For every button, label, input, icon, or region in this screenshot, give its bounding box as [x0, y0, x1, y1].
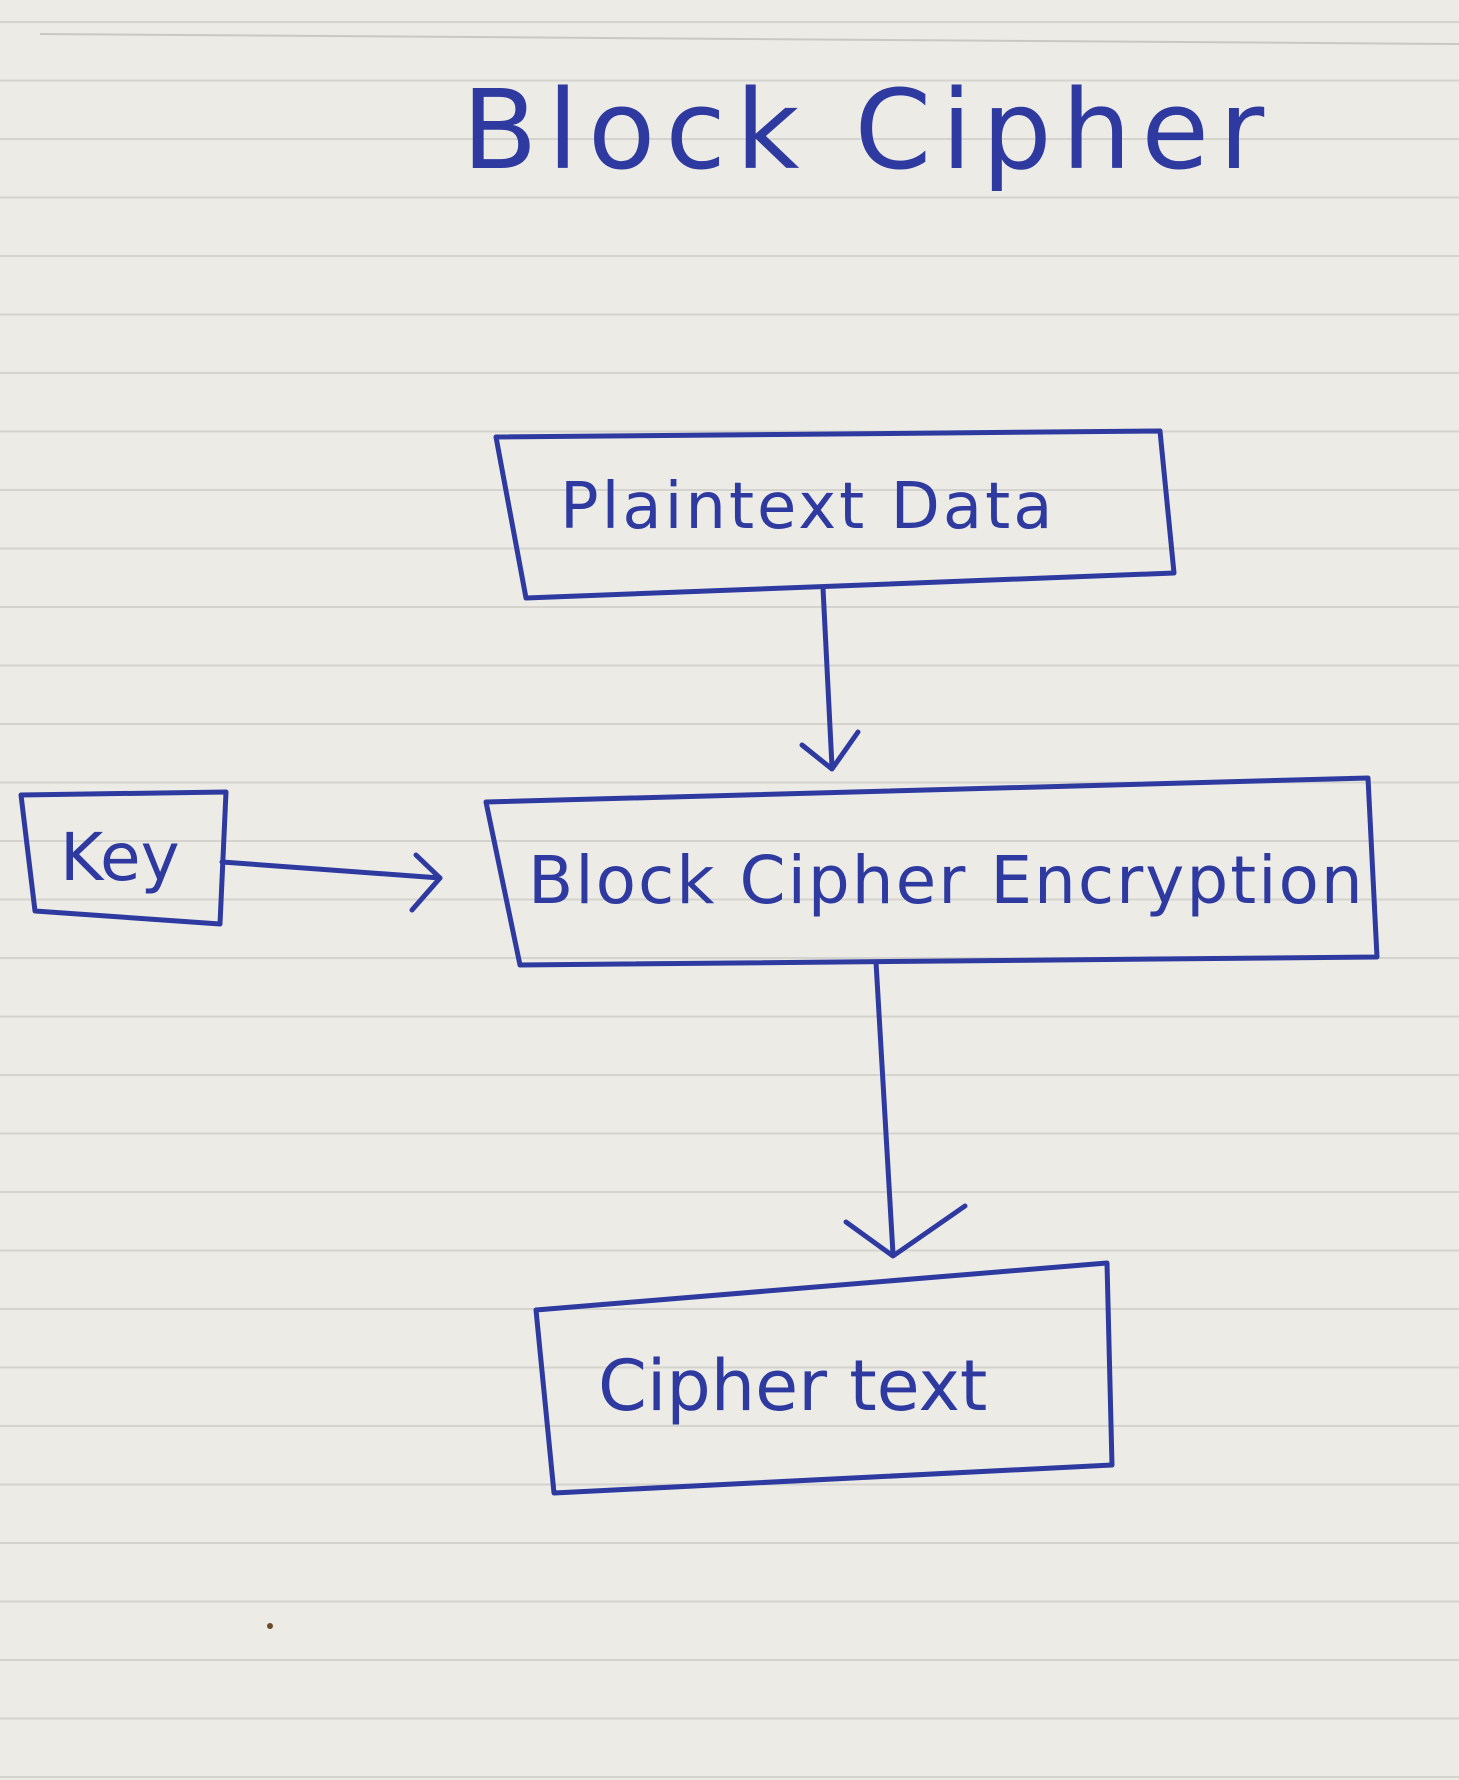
top-rule-line: [39, 33, 1459, 45]
node-block-cipher-encryption: Block Cipher Encryption: [483, 775, 1380, 968]
node-key: Key: [18, 789, 229, 927]
arrow-encryption-to-ciphertext: [843, 959, 968, 1259]
diagram-title: Block Cipher: [462, 66, 1274, 194]
key-box: [18, 789, 229, 927]
encryption-label: Block Cipher Encryption: [528, 842, 1365, 919]
encryption-box: [483, 775, 1380, 968]
ciphertext-box: [533, 1260, 1115, 1496]
plaintext-box: [493, 428, 1177, 601]
arrow-plaintext-to-encryption: [799, 585, 861, 772]
node-ciphertext: Cipher text: [533, 1260, 1115, 1496]
plaintext-label: Plaintext Data: [560, 470, 1055, 544]
ciphertext-label: Cipher text: [598, 1345, 987, 1427]
key-label: Key: [60, 819, 180, 896]
arrow-key-to-encryption: [219, 852, 443, 913]
node-plaintext-data: Plaintext Data: [493, 428, 1177, 601]
ink-dot: [267, 1623, 273, 1629]
